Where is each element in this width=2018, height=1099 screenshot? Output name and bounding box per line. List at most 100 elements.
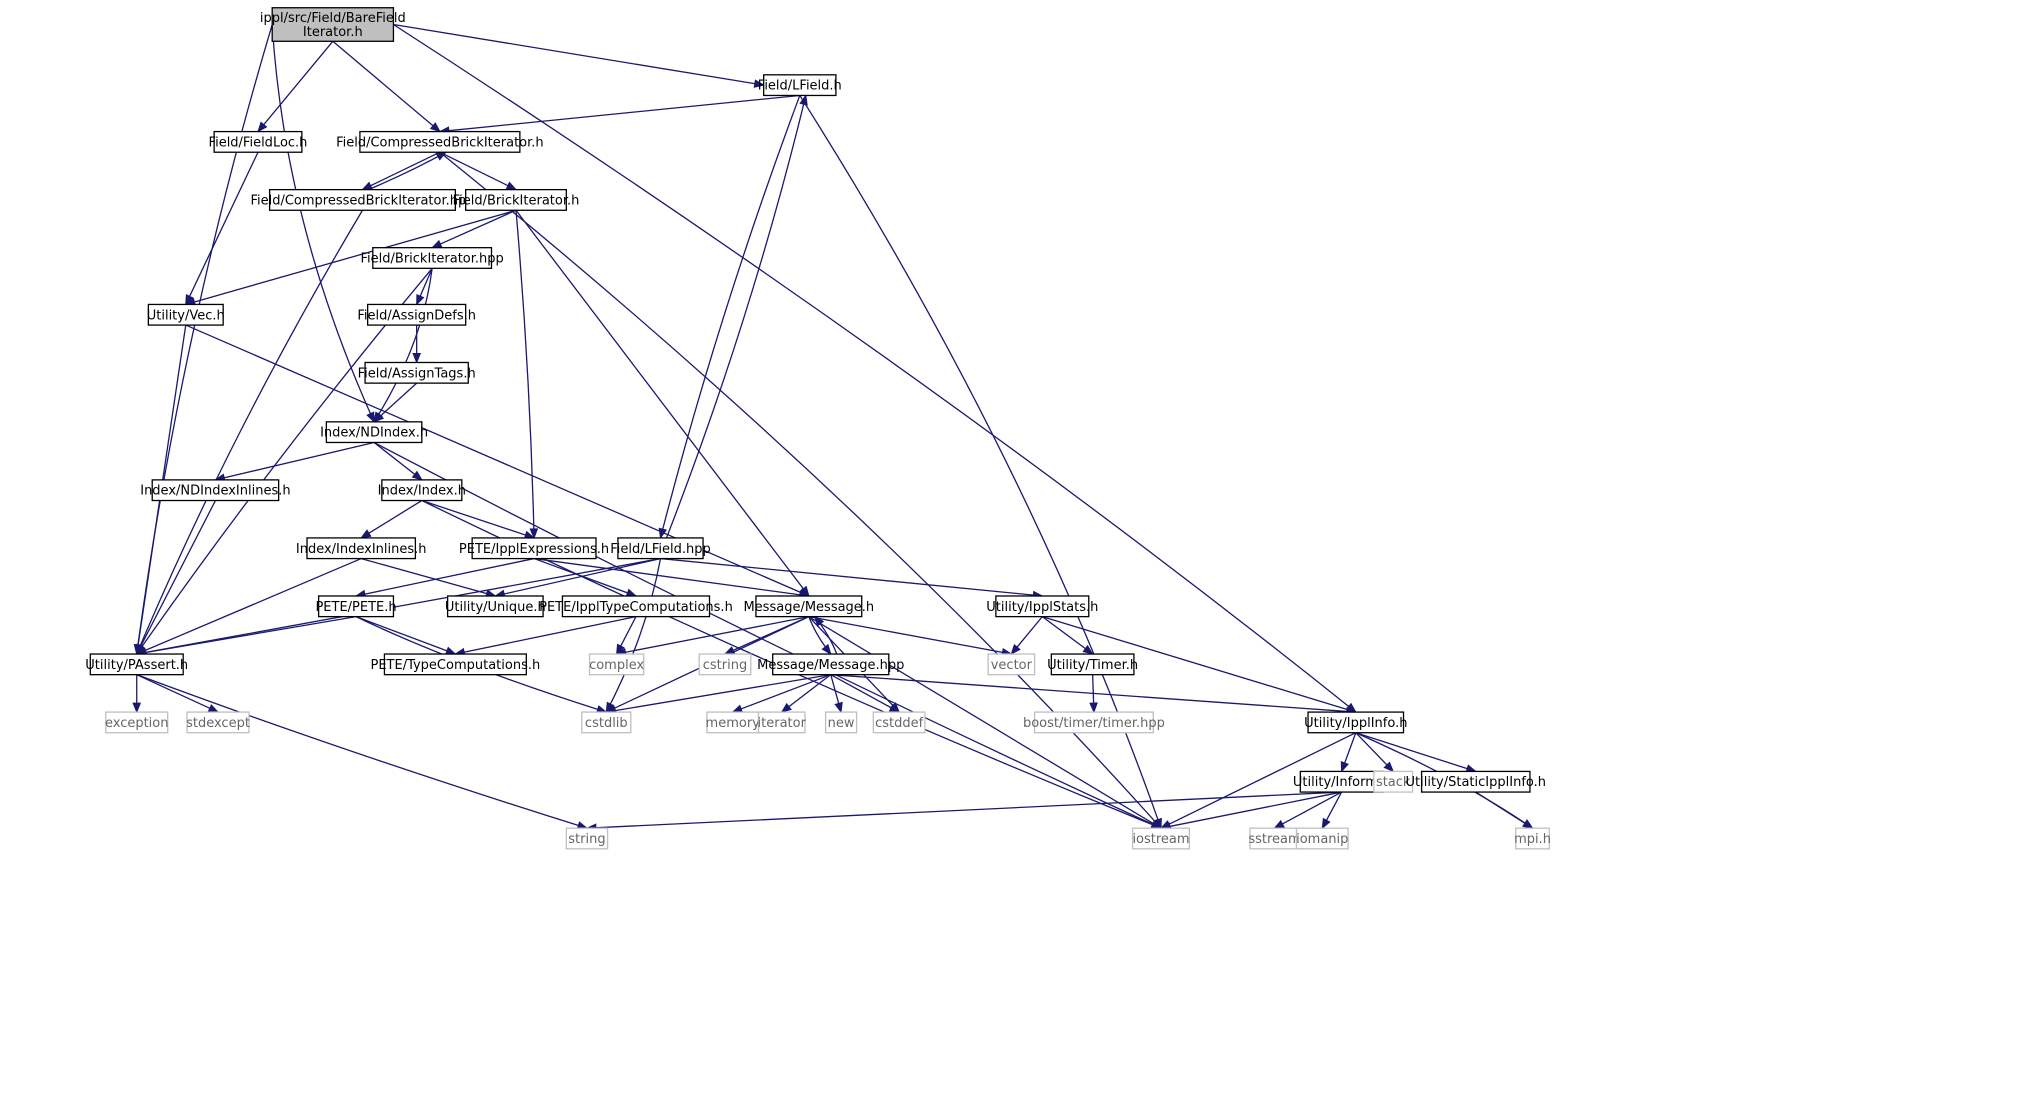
edge-root-to-cbi_h [332,40,441,133]
node-box [446,595,544,618]
edge-message_hpp-to-memory [731,674,831,713]
node-string: string [565,827,609,850]
node-box [268,188,457,211]
node-box [763,74,837,97]
node-label: memory [706,716,761,731]
edge-message_h-to-message_hpp [808,616,832,656]
node-label: Field/FieldLoc.h [209,135,308,150]
node-passert[interactable]: Utility/PAssert.h [85,653,188,676]
edge-assigntags-to-ndindex [373,382,418,423]
node-lfield_hpp[interactable]: Field/LField.hpp [610,537,711,560]
node-label: Utility/StaticIpplInfo.h [1406,775,1547,790]
node-iterator: iterator [758,711,807,734]
node-label: Field/LField.h [758,79,842,94]
node-box [147,303,224,326]
node-lfield_h[interactable]: Field/LField.h [758,74,842,97]
edge-lfield_hpp-to-lfield_h [665,94,808,539]
node-box [565,827,609,850]
node-box [383,653,527,676]
node-label: Field/AssignDefs.h [357,308,476,323]
node-unique[interactable]: Utility/Unique.h [445,595,546,618]
node-box [1033,711,1154,734]
node-bi_hpp[interactable]: Field/BrickIterator.hpp [361,247,504,269]
node-sstream: sstream [1248,827,1301,850]
node-assigndefs[interactable]: Field/AssignDefs.h [357,303,476,326]
node-mpi: mpi.h [1514,827,1551,850]
edge-ndindex-to-ndindexinl [214,441,375,482]
node-fieldloc[interactable]: Field/FieldLoc.h [209,130,308,153]
node-box [1131,827,1191,850]
node-box [325,421,423,444]
node-cbi_hpp[interactable]: Field/CompressedBrickIterator.hpp [250,188,475,211]
node-iomanip: iomanip [1295,827,1349,850]
edge-bi_h-to-ipplexpr [515,210,539,540]
node-ipplexpr[interactable]: PETE/IpplExpressions.h [459,537,609,560]
edge-ipplstats-to-vector [1010,616,1043,656]
node-label: ippl/src/Field/BareField [260,11,406,26]
edge-root-to-passert [133,24,273,656]
edge-root-to-ndindex [271,24,375,424]
edge-ipplstats-to-timer [1041,616,1094,655]
node-box [372,247,493,269]
node-label: Field/CompressedBrickIterator.hpp [250,193,474,208]
edge-ipplinfo-to-staticippl [1355,732,1478,773]
edge-message_hpp-to-new [830,674,843,714]
node-assigntags[interactable]: Field/AssignTags.h [358,361,476,384]
edge-inform-to-string [585,791,1342,833]
node-label: cstdlib [585,716,628,731]
node-ndindexinl[interactable]: Index/NDIndexInlines.h [140,479,291,502]
node-message_h[interactable]: Message/Message.h [743,595,874,618]
node-box [581,711,632,734]
edge-ndindex-to-index [373,441,423,481]
node-box [105,711,169,734]
node-label: Field/CompressedBrickIterator.h [336,135,544,150]
node-label: cstring [703,658,747,673]
node-label: Utility/Timer.h [1047,658,1138,673]
node-index[interactable]: Index/Index.h [378,479,466,502]
node-cstdlib: cstdlib [581,711,632,734]
node-pete[interactable]: PETE/PETE.h [315,595,397,618]
edge-root-to-lfield_h [393,23,766,88]
node-label: iostream [1132,832,1189,847]
edge-lfield_hpp-to-cstdlib [605,558,662,714]
node-stdexcept: stdexcept [186,711,250,734]
node-box [995,595,1090,618]
node-ipplstats[interactable]: Utility/IpplStats.h [986,595,1098,618]
node-label: stdexcept [186,716,250,731]
node-label: Message/Message.h [743,600,874,615]
node-label: PETE/PETE.h [315,600,396,615]
node-label: Field/BrickIterator.hpp [361,252,504,267]
node-typecomp[interactable]: PETE/TypeComputations.h [370,653,540,676]
node-box [317,595,395,618]
node-label: cstddef [875,716,924,731]
node-new: new [824,711,858,734]
node-ipplinfo[interactable]: Utility/IpplInfo.h [1304,711,1407,734]
node-label: Utility/IpplInfo.h [1304,716,1407,731]
node-vec[interactable]: Utility/Vec.h [147,303,225,326]
node-message_hpp[interactable]: Message/Message.hpp [757,653,904,676]
node-box [381,479,463,502]
node-cbi_h[interactable]: Field/CompressedBrickIterator.h [336,130,544,153]
node-box [987,653,1036,676]
node-ndindex[interactable]: Index/NDIndex.h [320,421,428,444]
node-inform[interactable]: Utility/Inform.h [1293,770,1390,793]
node-box [698,653,752,676]
node-box [872,711,926,734]
node-bi_h[interactable]: Field/BrickIterator.h [453,188,580,211]
edge-message_h-to-vector [808,615,1013,657]
node-indexinl[interactable]: Index/IndexInlines.h [296,537,427,560]
node-label: PETE/TypeComputations.h [370,658,540,673]
node-box [471,537,597,560]
edge-passert-to-exception [132,674,142,714]
edge-lfield_hpp-to-ipplstats [660,557,1044,600]
node-box [213,130,303,153]
node-timer[interactable]: Utility/Timer.h [1047,653,1138,676]
edge-index-to-ipplexpr [421,499,536,540]
node-label: iomanip [1296,832,1348,847]
edge-assigndefs-to-assigntags [412,325,422,364]
node-label: Index/NDIndex.h [320,426,428,441]
node-iппltc[interactable]: PETE/IpplTypeComputations.h [539,595,733,618]
edge-lfield_h-to-lfield_hpp [658,95,801,540]
node-staticippl[interactable]: Utility/StaticIpplInfo.h [1406,770,1547,793]
